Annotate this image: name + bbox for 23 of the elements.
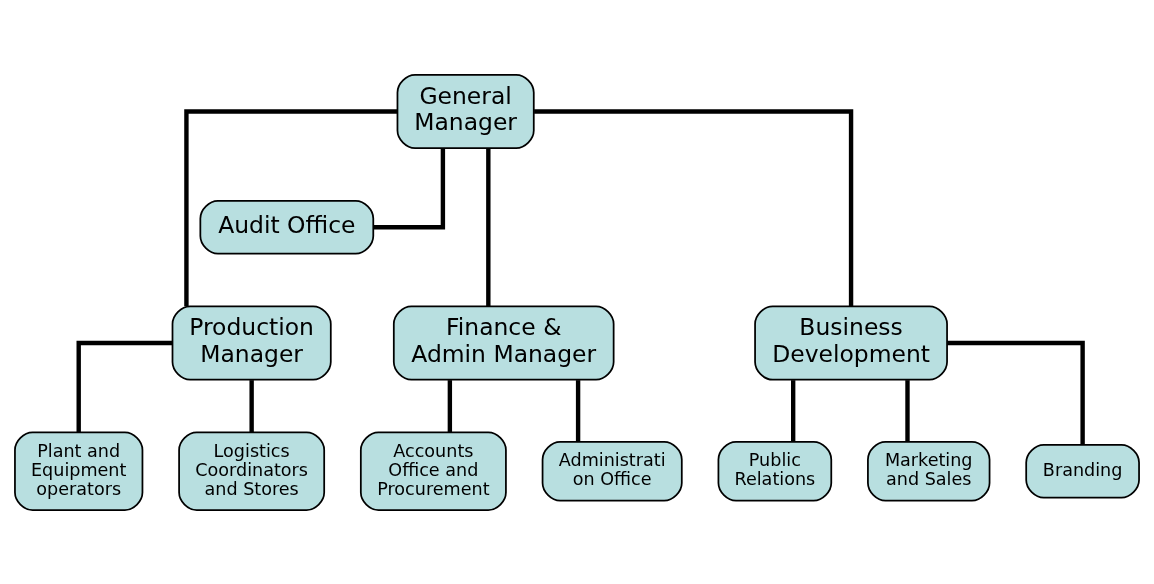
node-box: General Manager [396,73,535,149]
connector [575,379,581,442]
node-box: Accounts Office and Procurement [359,431,507,511]
node-box: Administrati on Office [541,440,683,501]
node-box: Business Development [754,305,948,381]
connector [447,379,453,432]
node-box: Plant and Equipment operators [14,431,144,511]
node-box: Marketing and Sales [867,440,991,501]
connector [184,108,398,306]
node-box: Branding [1025,443,1140,499]
node-box: Finance & Admin Manager [392,305,615,381]
connector [534,108,854,306]
node-box: Public Relations [717,440,833,501]
connector [373,148,446,229]
connector [947,340,1085,445]
connector [790,379,796,442]
connector [486,147,491,306]
node-box: Logistics Coordinators and Stores [178,431,326,511]
connector [249,379,254,432]
connector [905,379,910,442]
connector [76,340,173,432]
node-box: Audit Office [199,199,375,255]
node-box: Production Manager [171,305,332,381]
